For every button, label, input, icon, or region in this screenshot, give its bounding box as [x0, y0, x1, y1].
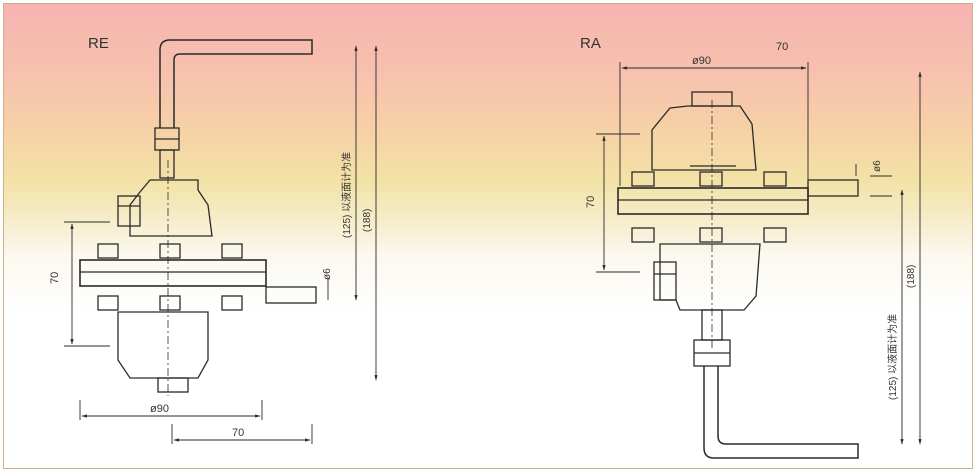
re-bolt [97, 243, 119, 259]
re-bolt [221, 295, 243, 311]
ra-side-plug [653, 261, 677, 301]
re-flange [79, 259, 267, 287]
re-vertical-note: (125) 以液面计为准 [340, 152, 353, 238]
ra-bolt [699, 171, 723, 187]
re-bolt [97, 295, 119, 311]
ra-view: RA [580, 35, 859, 459]
re-view: RE [79, 35, 317, 396]
re-bolt [159, 243, 181, 259]
ra-bolt [763, 171, 787, 187]
re-top-nut [159, 149, 175, 179]
ra-flange [617, 187, 809, 215]
re-dim-offset: 70 [232, 427, 244, 439]
ra-bent-pipe [703, 366, 859, 459]
re-bottom-plug [157, 377, 189, 393]
re-bent-pipe [159, 39, 313, 128]
ra-dim-diameter: ø90 [692, 55, 711, 67]
ra-bolt [631, 227, 655, 243]
ra-dim-offset: 70 [776, 41, 788, 53]
ra-vertical-total: (188) [906, 265, 917, 288]
ra-bolt [763, 227, 787, 243]
re-dim-pipe: ø6 [322, 268, 333, 280]
re-bolt [221, 243, 243, 259]
re-lower-body [117, 311, 209, 379]
ra-dim-pipe: ø6 [872, 160, 883, 172]
ra-side-pipe [807, 179, 859, 197]
re-side-pipe [265, 286, 317, 304]
re-bolt [159, 295, 181, 311]
re-vertical-total: (188) [362, 209, 373, 232]
ra-bolt [631, 171, 655, 187]
re-label: RE [88, 35, 109, 52]
ra-vertical-note: (125) 以液面计为准 [886, 314, 899, 400]
re-upper-body [129, 179, 213, 237]
ra-upper-body [651, 105, 757, 171]
re-side-plug [117, 195, 141, 227]
ra-label: RA [580, 35, 601, 52]
re-dim-height: 70 [49, 272, 61, 284]
re-dim-diameter: ø90 [150, 403, 169, 415]
ra-bolt [699, 227, 723, 243]
ra-dim-height: 70 [585, 196, 597, 208]
